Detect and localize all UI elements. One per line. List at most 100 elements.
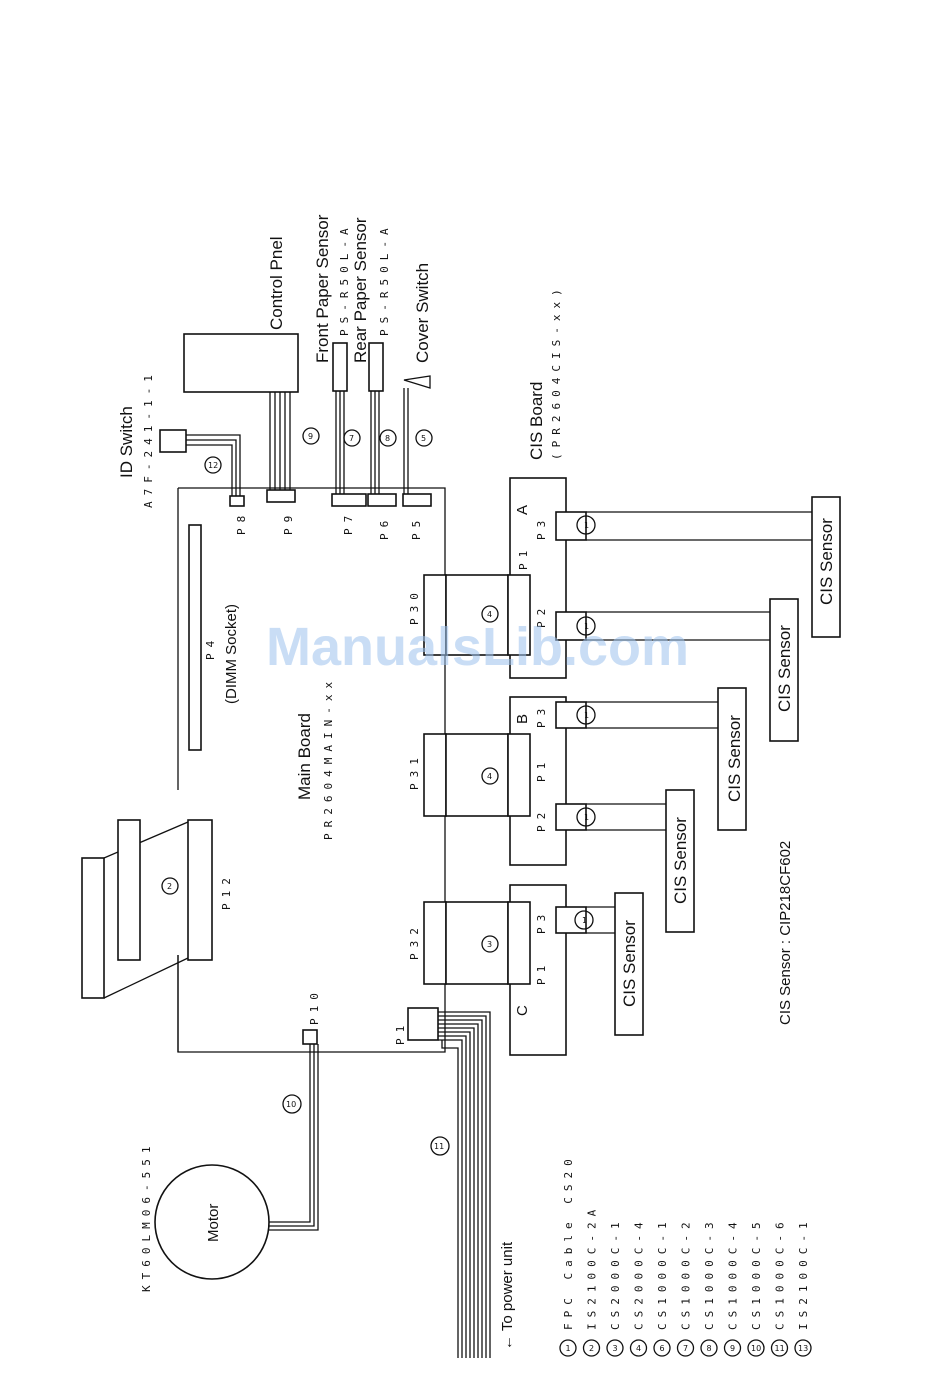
svg-text:1: 1 bbox=[584, 813, 589, 822]
cable-tag-1b bbox=[576, 616, 596, 636]
power-harness bbox=[438, 1011, 491, 1358]
p12-connector bbox=[187, 819, 213, 961]
cable-tag-9 bbox=[302, 427, 320, 445]
cis-a-p3-connector bbox=[555, 511, 587, 541]
p6-connector bbox=[367, 493, 397, 507]
power-unit-label: ← To power unit bbox=[499, 1241, 516, 1350]
legend-item-1-number: 1 bbox=[566, 1344, 571, 1353]
p10-label: P10 bbox=[308, 987, 321, 1025]
svg-text:8: 8 bbox=[385, 434, 390, 443]
control-panel-label: Control Pnel bbox=[267, 236, 286, 330]
legend-item-10-marker bbox=[747, 1339, 765, 1357]
legend-item-7-marker bbox=[676, 1339, 695, 1357]
cis-b-p2-connector bbox=[555, 803, 587, 831]
cis-b-p2-label: P2 bbox=[535, 807, 548, 832]
dimm-label: (DIMM Socket) bbox=[223, 604, 240, 704]
cable-tag-3 bbox=[481, 935, 499, 953]
p32-ribbon bbox=[445, 901, 509, 985]
p7-label: P7 bbox=[342, 510, 355, 535]
legend-item-11-number: 11 bbox=[775, 1344, 785, 1353]
id-switch bbox=[159, 429, 187, 453]
legend-item-4-number: 4 bbox=[636, 1344, 641, 1353]
dimm-connector-label: P4 bbox=[204, 635, 217, 660]
p12-label: P12 bbox=[220, 872, 233, 910]
cis-sensor-2-label: CIS Sensor bbox=[775, 625, 794, 712]
front-paper-sensor bbox=[332, 342, 348, 392]
cis-b-p1-label: P1 bbox=[535, 757, 548, 782]
p8-label: P8 bbox=[235, 510, 248, 535]
legend-item-10-part: CS1000C-5 bbox=[750, 1216, 763, 1330]
cis-c-p1-label: P1 bbox=[535, 960, 548, 985]
cover-switch bbox=[403, 375, 431, 389]
legend-item-3-number: 3 bbox=[613, 1344, 618, 1353]
p7-connector bbox=[331, 493, 367, 507]
main-board-label: Main Board bbox=[295, 713, 314, 800]
legend-item-6-number: 6 bbox=[660, 1344, 665, 1353]
p32-block-right bbox=[507, 901, 531, 985]
svg-text:9: 9 bbox=[308, 432, 313, 441]
cable-tag-8 bbox=[379, 429, 397, 447]
cis-a-p2-connector bbox=[555, 611, 587, 641]
cable-tag-1d bbox=[576, 807, 596, 827]
svg-text:12: 12 bbox=[208, 461, 218, 470]
p5-connector bbox=[402, 493, 432, 507]
cable-tag-2 bbox=[161, 877, 179, 895]
cable-tag-1a bbox=[576, 515, 596, 535]
legend-item-9-part: CS1000C-4 bbox=[727, 1216, 740, 1330]
watermark: ManualsLib.com bbox=[266, 617, 689, 677]
cable-tag-4a bbox=[481, 605, 499, 623]
rear-paper-sensor bbox=[368, 342, 384, 392]
front-paper-sensor-code: PS-R50L-A bbox=[338, 222, 351, 336]
cable-tag-12 bbox=[204, 456, 222, 474]
legend-item-8-number: 8 bbox=[707, 1344, 712, 1353]
legend-item-9-marker bbox=[723, 1339, 742, 1357]
legend-item-7-number: 7 bbox=[683, 1344, 688, 1353]
legend-item-1-part: FPC Cable CS20 bbox=[562, 1153, 575, 1330]
cis-sensor-5 bbox=[614, 892, 644, 1036]
p12-mid-block bbox=[117, 819, 141, 961]
legend-item-4-marker bbox=[629, 1339, 648, 1357]
svg-text:11: 11 bbox=[434, 1142, 444, 1151]
cable-tag-1c bbox=[576, 705, 596, 725]
cable-tag-4b bbox=[481, 767, 499, 785]
cover-switch-label: Cover Switch bbox=[413, 263, 432, 363]
legend-item-2-part: IS2100C-2A bbox=[586, 1204, 599, 1330]
cis-sensor-4-label: CIS Sensor bbox=[671, 817, 690, 904]
p9-label: P9 bbox=[282, 510, 295, 535]
p31-block-left bbox=[423, 733, 447, 817]
cis-sensor-4 bbox=[665, 789, 695, 933]
legend-item-7-part: CS1000C-2 bbox=[680, 1216, 693, 1330]
cable-tag-7 bbox=[343, 429, 361, 447]
legend-item-6-marker bbox=[653, 1339, 671, 1357]
p8-connector bbox=[229, 495, 245, 507]
cis-sensor-note: CIS Sensor : CIP218CF602 bbox=[777, 841, 794, 1025]
svg-text:5: 5 bbox=[421, 434, 426, 443]
svg-text:7: 7 bbox=[349, 434, 354, 443]
legend-item-2-number: 2 bbox=[589, 1344, 594, 1353]
cis-board-label: CIS Board bbox=[527, 382, 546, 460]
motor-label: Motor bbox=[205, 1204, 222, 1242]
control-panel-box bbox=[183, 333, 299, 393]
p12-far-connector bbox=[81, 857, 105, 999]
p6-label: P6 bbox=[378, 515, 391, 540]
svg-text:1: 1 bbox=[584, 521, 589, 530]
legend-item-13-number: 13 bbox=[798, 1344, 808, 1353]
cable-tag-11 bbox=[430, 1136, 450, 1156]
svg-text:1: 1 bbox=[584, 711, 589, 720]
front-paper-sensor-label: Front Paper Sensor bbox=[313, 214, 332, 363]
p1-label: P1 bbox=[394, 1020, 407, 1045]
cis-sensor-2 bbox=[769, 598, 799, 742]
p5-label: P5 bbox=[410, 515, 423, 540]
svg-text:1: 1 bbox=[582, 916, 587, 925]
legend-item-3-marker bbox=[606, 1339, 624, 1357]
cis-sensor-3 bbox=[717, 687, 747, 831]
legend-item-9-number: 9 bbox=[730, 1344, 735, 1353]
cis-board-a-label: A bbox=[514, 505, 531, 515]
p31-block-right bbox=[507, 733, 531, 817]
cis-board-c-label: C bbox=[514, 1005, 531, 1016]
cis-board-code: (PR2604CIS-xx) bbox=[550, 283, 563, 460]
cis-b-p3-label: P3 bbox=[535, 703, 548, 728]
p32-block-left bbox=[423, 901, 447, 985]
